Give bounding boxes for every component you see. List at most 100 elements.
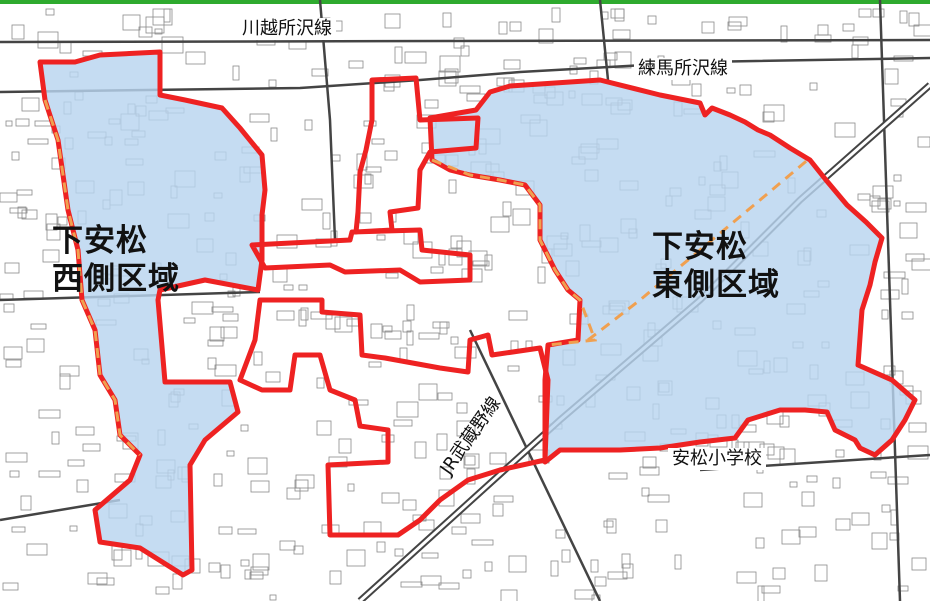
building-footprint <box>250 566 269 576</box>
building-footprint <box>498 21 508 35</box>
building-footprint <box>155 586 170 595</box>
building-footprint <box>869 195 881 207</box>
east-zone-label-line1: 下安松 <box>652 229 748 265</box>
building-footprint <box>509 21 522 32</box>
building-footprint <box>881 504 891 513</box>
building-footprint <box>655 519 668 533</box>
building-footprint <box>460 513 481 524</box>
building-footprint <box>438 582 460 590</box>
building-footprint <box>612 29 631 40</box>
building-footprint <box>881 309 889 320</box>
building-footprint <box>610 8 625 19</box>
building-footprint <box>691 83 702 97</box>
building-footprint <box>270 127 278 142</box>
building-footprint <box>728 16 748 27</box>
building-footprint <box>249 571 264 580</box>
building-footprint <box>905 202 927 213</box>
building-footprint <box>214 364 237 377</box>
west-zone-area[interactable] <box>37 49 268 578</box>
building-footprint <box>464 455 476 466</box>
building-footprint <box>15 118 30 127</box>
building-footprint <box>420 575 442 586</box>
building-footprint <box>5 120 13 127</box>
building-footprint <box>614 51 632 69</box>
building-footprint <box>851 44 859 59</box>
building-footprint <box>883 365 896 376</box>
building-footprint <box>871 200 890 213</box>
building-footprint <box>674 554 682 570</box>
east-zone-label-line2: 東側区域 <box>652 267 780 303</box>
building-footprint <box>622 563 634 579</box>
building-footprint <box>183 317 196 324</box>
west-zone-label-line1: 下安松 <box>52 223 148 259</box>
building-footprint <box>385 272 399 279</box>
building-footprint <box>755 537 765 549</box>
building-footprint <box>573 57 587 65</box>
building-footprint <box>237 528 257 535</box>
building-footprint <box>857 193 871 201</box>
building-footprint <box>450 336 459 345</box>
building-footprint <box>437 392 453 401</box>
building-footprint <box>538 28 554 44</box>
building-footprint <box>16 189 33 196</box>
building-footprint <box>69 525 78 532</box>
building-footprint <box>207 339 224 347</box>
building-footprint <box>603 52 618 61</box>
building-footprint <box>208 562 221 573</box>
building-footprint <box>45 213 58 231</box>
building-footprint <box>364 173 372 185</box>
building-footprint <box>439 321 448 335</box>
building-footprint <box>298 309 307 327</box>
road <box>598 0 610 81</box>
building-footprint <box>492 503 504 517</box>
building-footprint <box>614 8 625 22</box>
building-footprint <box>490 216 510 233</box>
building-footprint <box>842 23 855 32</box>
building-footprint <box>647 15 657 25</box>
building-footprint <box>789 481 798 488</box>
building-footprint <box>870 471 887 479</box>
building-footprint <box>510 340 519 351</box>
building-footprint <box>414 441 427 459</box>
building-footprint <box>858 8 872 18</box>
building-footprint <box>424 99 439 109</box>
building-footprint <box>207 357 217 370</box>
building-footprint <box>26 338 45 353</box>
building-footprint <box>781 529 801 545</box>
building-footprint <box>30 323 47 330</box>
building-footprint <box>191 301 214 315</box>
building-footprint <box>154 28 163 35</box>
building-footprint <box>249 113 270 123</box>
building-footprint <box>11 151 20 161</box>
building-footprint <box>418 383 438 401</box>
building-footprint <box>471 539 494 546</box>
building-footprint <box>739 84 752 96</box>
west-zone-dashed-edge <box>43 99 142 457</box>
building-footprint <box>359 212 372 224</box>
building-footprint <box>0 192 18 203</box>
building-footprint <box>252 553 270 571</box>
building-footprint <box>232 65 240 81</box>
building-footprint <box>872 185 894 199</box>
road-label-kawagoe-tokorozawa: 川越所沢線 <box>238 18 336 40</box>
building-footprint <box>384 150 398 161</box>
building-footprint <box>701 21 715 34</box>
building-footprint <box>472 260 490 267</box>
building-footprint <box>451 526 467 535</box>
building-footprint <box>897 585 909 592</box>
building-footprint <box>726 87 736 94</box>
central-district-outline[interactable] <box>237 75 551 538</box>
building-footprint <box>301 198 323 211</box>
building-footprint <box>418 332 440 340</box>
building-footprint <box>606 518 617 534</box>
building-footprint <box>893 200 901 207</box>
building-footprint <box>641 487 650 497</box>
building-footprint <box>348 60 364 69</box>
building-footprint <box>304 119 313 131</box>
building-footprint <box>780 25 788 43</box>
building-footprint <box>484 561 493 572</box>
building-footprint <box>872 8 885 18</box>
building-footprint <box>11 526 26 533</box>
building-footprint <box>293 545 304 555</box>
